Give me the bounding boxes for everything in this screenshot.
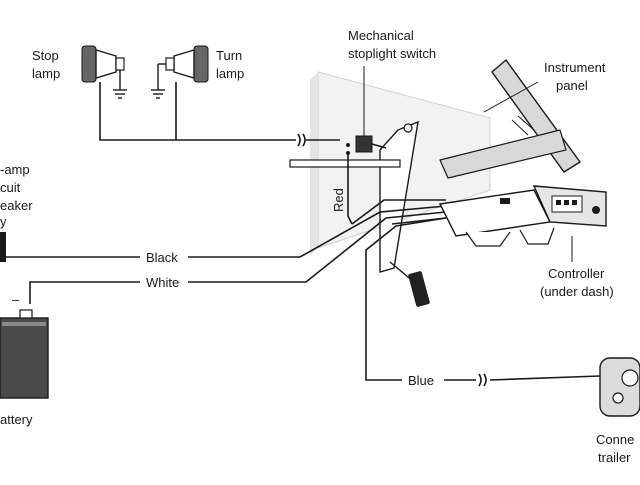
- harness-wire-3: [351, 199, 446, 225]
- blue-wire: [365, 217, 476, 381]
- turn-lamp-label-1: Turn: [216, 48, 242, 63]
- stop-lamp-label-1: Stop: [32, 48, 59, 63]
- controller-label-2: (under dash): [540, 284, 614, 299]
- breaker-label-2: cuit: [0, 180, 21, 195]
- battery-label: attery: [0, 412, 33, 427]
- black-wire: [0, 205, 447, 258]
- steering-column: [439, 58, 582, 179]
- connector-label-1: Conne: [596, 432, 634, 447]
- battery-negative-label: –: [12, 292, 20, 307]
- red-wire: [347, 153, 353, 225]
- panel-label-1: Instrument: [544, 60, 606, 75]
- white-wire-label: White: [146, 275, 179, 290]
- controller-label-1: Controller: [548, 266, 605, 281]
- turn-lamp-label-2: lamp: [216, 66, 244, 81]
- black-wire-label: Black: [146, 250, 178, 265]
- breaker-label-4: y: [0, 214, 7, 229]
- breaker-label-1: -amp: [0, 162, 30, 177]
- panel-label-2: panel: [556, 78, 588, 93]
- battery-icon: [0, 309, 49, 399]
- trailer-connector-icon: [599, 357, 640, 417]
- stoplight-switch-icon: [346, 135, 387, 155]
- connector-label-2: trailer: [598, 450, 631, 465]
- stop-lamp-icon: [81, 45, 127, 99]
- lamp-feed-wire: [99, 82, 296, 141]
- circuit-breaker-icon: [0, 232, 6, 262]
- panel-leader: [483, 81, 539, 113]
- turn-lamp-icon: [151, 45, 209, 99]
- red-wire-label: Red: [331, 188, 346, 212]
- wire-break-mark: [297, 133, 306, 147]
- stop-lamp-label-2: lamp: [32, 66, 60, 81]
- white-wire: [29, 211, 447, 304]
- blue-wire-label: Blue: [408, 373, 434, 388]
- blue-wire-2: [489, 375, 601, 381]
- pedal-rod: [289, 159, 401, 168]
- breaker-label-3: eaker: [0, 198, 33, 213]
- controller-icon: [438, 185, 607, 247]
- wire-break-mark-2: [478, 373, 487, 387]
- switch-label-2: stoplight switch: [348, 46, 436, 61]
- switch-label-1: Mechanical: [348, 28, 414, 43]
